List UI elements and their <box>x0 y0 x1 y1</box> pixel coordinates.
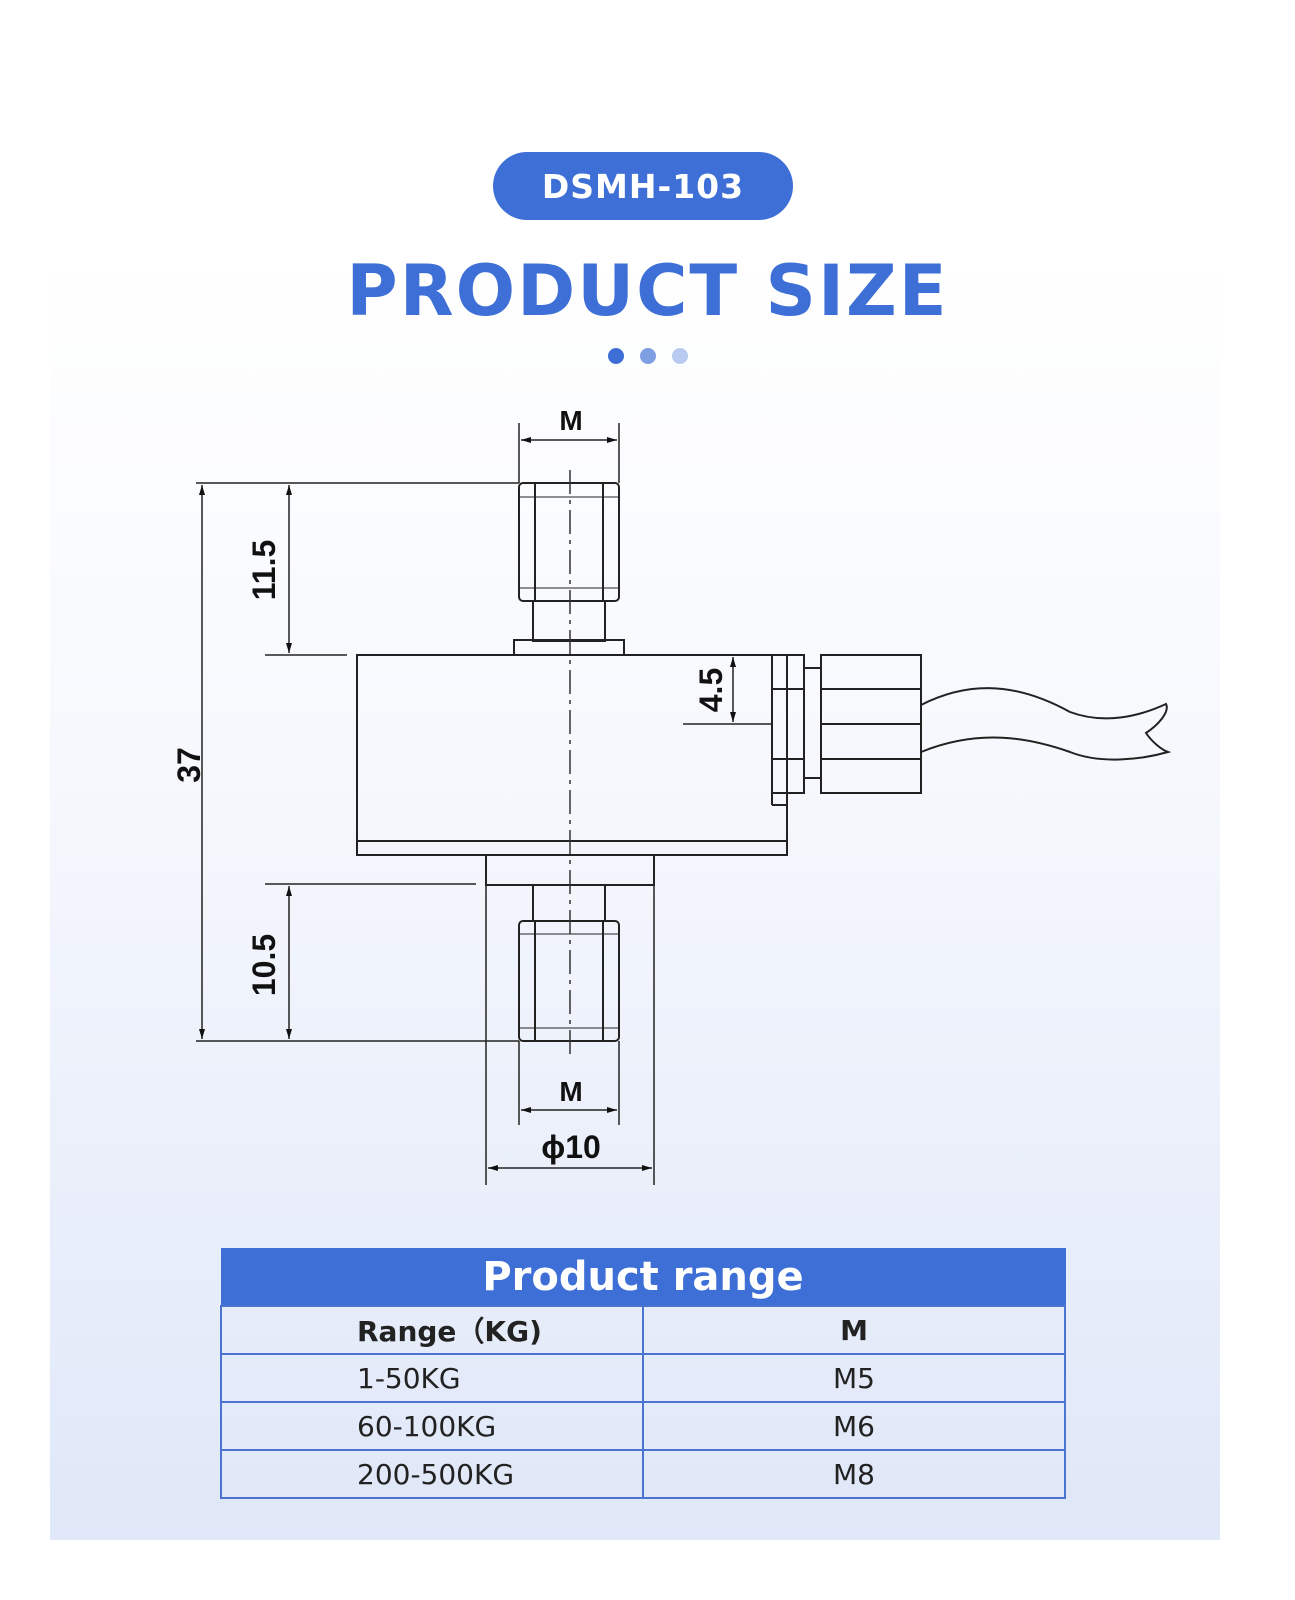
dimension-drawing: M 11.5 37 4.5 10.5 M ϕ10 <box>171 405 1172 1185</box>
cell-m: M5 <box>642 1353 1066 1403</box>
table-row: 60-100KG M6 <box>220 1401 1066 1451</box>
header-m: M <box>642 1305 1066 1355</box>
cell-range: 1-50KG <box>220 1353 644 1403</box>
table-row: 1-50KG M5 <box>220 1353 1066 1403</box>
dimension-lines <box>196 423 772 1185</box>
dim-label-4-5: 4.5 <box>693 668 729 712</box>
cell-m: M6 <box>642 1401 1066 1451</box>
table-row: 200-500KG M8 <box>220 1449 1066 1499</box>
dim-label-m-top: M <box>559 405 582 436</box>
indicator-dot-2 <box>639 348 656 364</box>
slide-indicator <box>0 348 1295 364</box>
page-title: PRODUCT SIZE <box>346 250 949 332</box>
dim-label-10-5: 10.5 <box>246 934 282 996</box>
model-badge: DSMH-103 <box>493 152 793 220</box>
indicator-dot-3 <box>671 348 688 364</box>
sensor-outline <box>356 482 1172 1042</box>
dim-label-37: 37 <box>171 747 207 783</box>
header-range: Range（KG) <box>220 1305 644 1355</box>
table-header-row: Range（KG) M <box>220 1305 1066 1355</box>
indicator-dot-1 <box>607 348 624 364</box>
cell-m: M8 <box>642 1449 1066 1499</box>
cell-range: 200-500KG <box>220 1449 644 1499</box>
dim-label-11-5: 11.5 <box>246 540 282 601</box>
dim-label-phi-10: ϕ10 <box>541 1129 601 1165</box>
table-caption: Product range <box>220 1248 1066 1307</box>
cell-range: 60-100KG <box>220 1401 644 1451</box>
dim-label-m-bottom: M <box>559 1076 582 1107</box>
product-range-table: Product range Range（KG) M 1-50KG M5 60-1… <box>220 1248 1066 1499</box>
